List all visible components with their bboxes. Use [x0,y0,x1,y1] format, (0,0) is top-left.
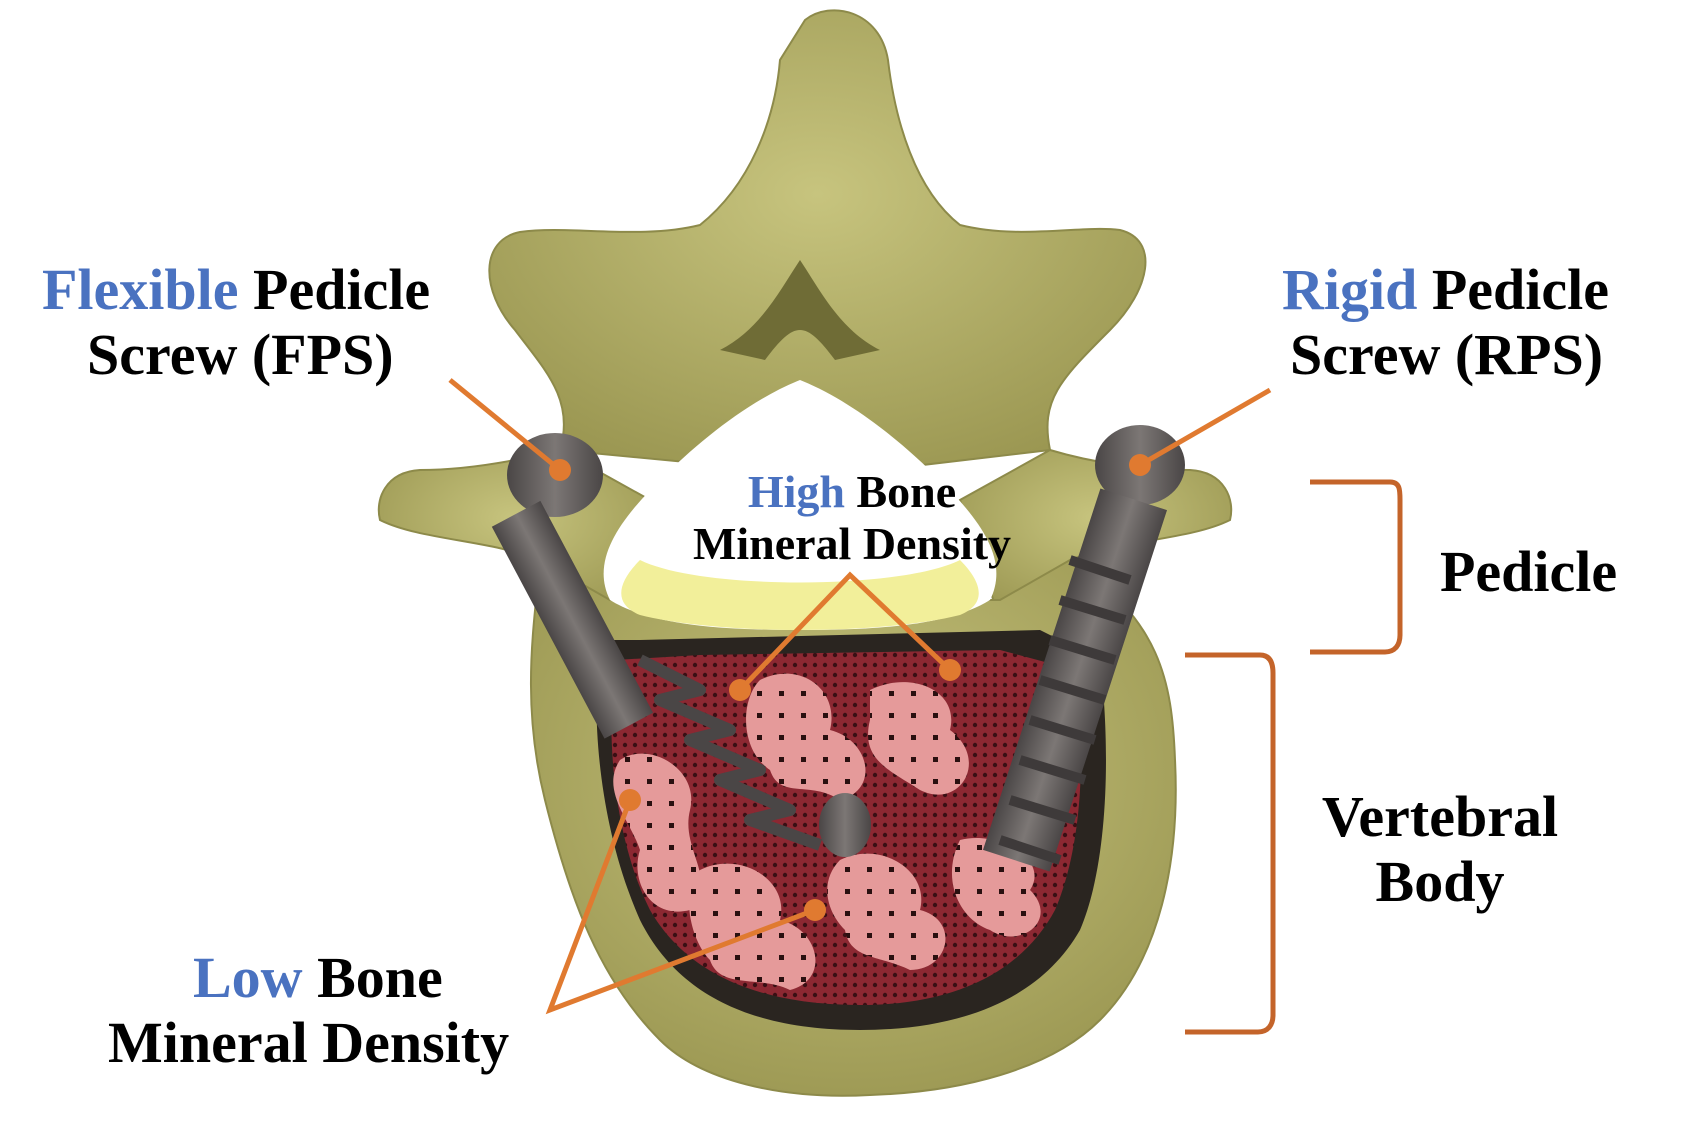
fps-label: Flexible Pedicle Screw (FPS) [42,257,431,388]
high-bmd-label-accent: High [747,466,845,517]
rps-label-line2: Screw (RPS) [1290,321,1604,387]
leader-dots [549,454,1151,921]
low-bmd-label: Low Bone Mineral Density [108,945,510,1076]
brackets [1185,479,1403,1035]
rps-shaft [982,488,1168,872]
low-bmd-leader [545,799,816,1015]
low-bmd-dot-2 [804,899,826,921]
rps-label-rest: Pedicle [1417,257,1610,322]
fps-spring [637,654,823,851]
high-bmd-dot-1 [729,679,751,701]
low-bmd-label-line2: Mineral Density [108,1009,510,1075]
high-bmd-label-line2: Mineral Density [692,517,1012,569]
rps-label: Rigid Pedicle Screw (RPS) [1282,257,1610,388]
vertebral-body-bracket [1185,652,1276,1035]
trabecula-5 [827,853,946,970]
rps-threads [998,555,1132,865]
lamina-notch [720,260,880,360]
rps-leader-dot [1129,454,1151,476]
trabecula-2 [746,673,866,800]
low-bmd-label-accent: Low [193,945,303,1010]
fps-tip [819,793,871,857]
low-bmd-label-rest: Bone [302,945,443,1010]
high-bmd-label: High Bone Mineral Density [672,466,1032,569]
leader-lines [448,378,1272,1015]
fps-label-rest: Pedicle [238,257,431,322]
high-bmd-leader [738,571,952,692]
low-bmd-dot-1 [619,789,641,811]
trabecula-6 [951,838,1041,937]
fps-leader [448,378,562,472]
fps-label-line2: Screw (FPS) [87,321,394,387]
pedicle-bracket [1310,479,1403,655]
vertebral-body-label-line1: Vertebral [1321,784,1559,849]
rps-label-accent: Rigid [1282,257,1418,322]
trabecula-3 [868,682,969,795]
rps-leader [1138,387,1272,468]
fps-leader-dot [549,459,571,481]
trabecula-4 [689,863,816,990]
vertebral-body-label-line2: Body [1375,848,1505,914]
fps-shaft [491,500,654,739]
spinous-process [488,9,1147,472]
pedicle-label: Pedicle [1440,539,1618,604]
high-bmd-label-rest: Bone [844,466,957,517]
vertebral-body-label: Vertebral Body [1290,784,1590,915]
high-bmd-dot-2 [939,659,961,681]
fps-label-accent: Flexible [42,257,239,322]
vertebral-canal [603,380,997,630]
vertebra-icon [377,9,1233,1097]
